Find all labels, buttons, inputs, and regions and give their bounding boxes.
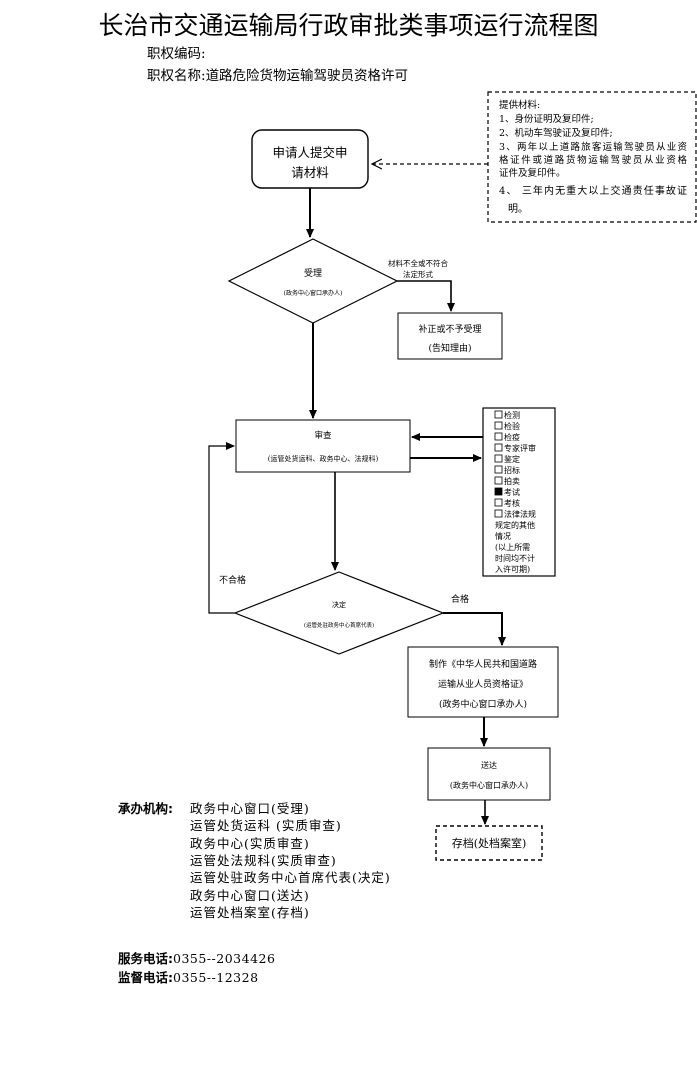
make-sub: (政务中心窗口承办人) (439, 698, 527, 710)
authority-code-label: 职权编码: (147, 46, 206, 62)
deliver-box: 送达 (政务中心窗口承办人) (427, 747, 551, 801)
materials-item: 明。 (508, 203, 528, 215)
org-label: 承办机构: (118, 801, 173, 816)
service-phone-row: 服务电话:0355--2034426 (118, 948, 275, 967)
materials-title: 提供材料: (499, 99, 540, 111)
deliver-label: 送达 (481, 760, 497, 770)
authority-name: 职权名称:道路危险货物运输驾驶员资格许可 (147, 64, 408, 84)
make-line1: 制作《中华人民共和国道路 (429, 658, 537, 670)
supervise-phone-row: 监督电话:0355--12328 (118, 967, 259, 986)
archive-box: 存档(处档案室) (435, 825, 543, 861)
arrow-decide-make (443, 612, 506, 646)
arrow-fail-loop (208, 442, 235, 614)
apply-line2: 请材料 (291, 165, 329, 180)
checklist-item: 拍卖 (504, 476, 520, 486)
service-phone-label: 服务电话: (118, 951, 173, 966)
checklist-item: 鉴定 (504, 454, 520, 464)
review-box: 审查 (运管处货运科、政务中心、法规科) (235, 419, 411, 473)
checkbox-icon (494, 498, 503, 507)
checklist-extra: 入许可期) (495, 564, 530, 574)
authority-code: 职权编码: (147, 42, 206, 62)
checklist-item: 考试 (504, 487, 520, 497)
deliver-sub: (政务中心窗口承办人) (450, 780, 528, 790)
checkbox-icon (494, 443, 503, 452)
accept-diamond: 受理 (政务中心窗口承办人) (227, 238, 399, 324)
checklist-extra: 时间均不计 (495, 553, 535, 563)
archive-label: 存档(处档案室) (452, 836, 527, 850)
review-label: 审查 (314, 430, 332, 441)
document-title: 长治市交通运输局行政审批类事项运行流程图 (98, 11, 599, 40)
checklist-extra: (以上所需 (495, 542, 530, 552)
checklist-extra: 规定的其他 (495, 520, 535, 530)
org-item: 运管处驻政务中心首席代表(决定) (190, 870, 391, 886)
decide-label: 决定 (332, 600, 346, 609)
org-item: 政务中心窗口(受理) (190, 801, 310, 816)
fail-label: 不合格 (219, 574, 246, 586)
apply-line1: 申请人提交申 (272, 145, 347, 160)
org-item: 政务中心窗口(送达) (190, 887, 310, 903)
supervise-phone-label: 监督电话: (118, 970, 173, 985)
materials-item: 格证件或道路货物运输驾驶员从业资格 (499, 154, 687, 166)
decide-diamond: 决定 (运管处驻政务中心首席代表) (233, 571, 445, 655)
checklist-item: 专家评审 (504, 443, 536, 453)
checklist-item: 招标 (504, 465, 520, 475)
flowchart: 提供材料: 1、身份证明及复印件; 2、机动车驾驶证及复印件; 3、两年以上道路… (208, 91, 697, 861)
org-item: 运管处法规科(实质审查) (190, 852, 337, 868)
org-item: 运管处货运科 (实质审查) (190, 818, 342, 834)
org-item: 政务中心(实质审查) (190, 835, 310, 851)
checkbox-icon (494, 410, 503, 419)
authority-name-value: 道路危险货物运输驾驶员资格许可 (205, 68, 409, 84)
accept-sub: (政务中心窗口承办人) (284, 289, 343, 297)
checkbox-icon (494, 476, 503, 485)
org-item: 运管处档案室(存档) (190, 904, 310, 920)
accept-label: 受理 (304, 267, 322, 279)
checklist-item: 法律法规 (504, 509, 536, 519)
checkbox-icon (494, 465, 503, 474)
incomplete-line2: 法定形式 (403, 269, 433, 279)
review-sub: (运管处货运科、政务中心、法规科) (268, 454, 379, 463)
checklist-extra: 情况 (495, 531, 511, 541)
materials-item: 3、两年以上道路旅客运输驾驶员从业资 (499, 141, 687, 153)
checklist-box: 检测检验检疫专家评审鉴定招标拍卖考试考核法律法规规定的其他情况(以上所需时间均不… (482, 407, 556, 577)
incomplete-line1: 材料不全或不符合 (388, 258, 448, 268)
authority-name-label: 职权名称: (147, 68, 206, 84)
arrow-accept-correct (397, 280, 455, 312)
apply-box: 申请人提交申 请材料 (251, 129, 369, 189)
checkbox-icon (494, 487, 503, 496)
checklist-item: 检验 (504, 421, 520, 431)
checkbox-icon (494, 421, 503, 430)
correct-box: 补正或不予受理 (告知理由) (397, 312, 503, 360)
materials-item: 证件及复印件。 (499, 167, 566, 179)
materials-item: 1、身份证明及复印件; (499, 113, 594, 125)
pass-label: 合格 (451, 593, 469, 605)
checkbox-icon (494, 509, 503, 518)
materials-item: 2、机动车驾驶证及复印件; (499, 127, 613, 139)
make-line2: 运输从业人员资格证》 (438, 678, 528, 690)
decide-sub: (运管处驻政务中心首席代表) (304, 621, 374, 629)
materials-item: 4、 三年内无重大以上交通责任事故证 (499, 184, 687, 197)
service-phone-value: 0355--2034426 (173, 951, 276, 966)
checklist-item: 考核 (504, 498, 520, 508)
correct-label: 补正或不予受理 (418, 323, 481, 335)
materials-box: 提供材料: 1、身份证明及复印件; 2、机动车驾驶证及复印件; 3、两年以上道路… (487, 91, 697, 223)
checkbox-icon (494, 454, 503, 463)
checklist-item: 检疫 (504, 432, 520, 442)
supervise-phone-value: 0355--12328 (173, 970, 259, 985)
make-certificate-box: 制作《中华人民共和国道路 运输从业人员资格证》 (政务中心窗口承办人) (407, 646, 559, 718)
checkbox-icon (494, 432, 503, 441)
correct-sub: (告知理由) (428, 342, 471, 354)
checklist-item: 检测 (504, 410, 520, 420)
